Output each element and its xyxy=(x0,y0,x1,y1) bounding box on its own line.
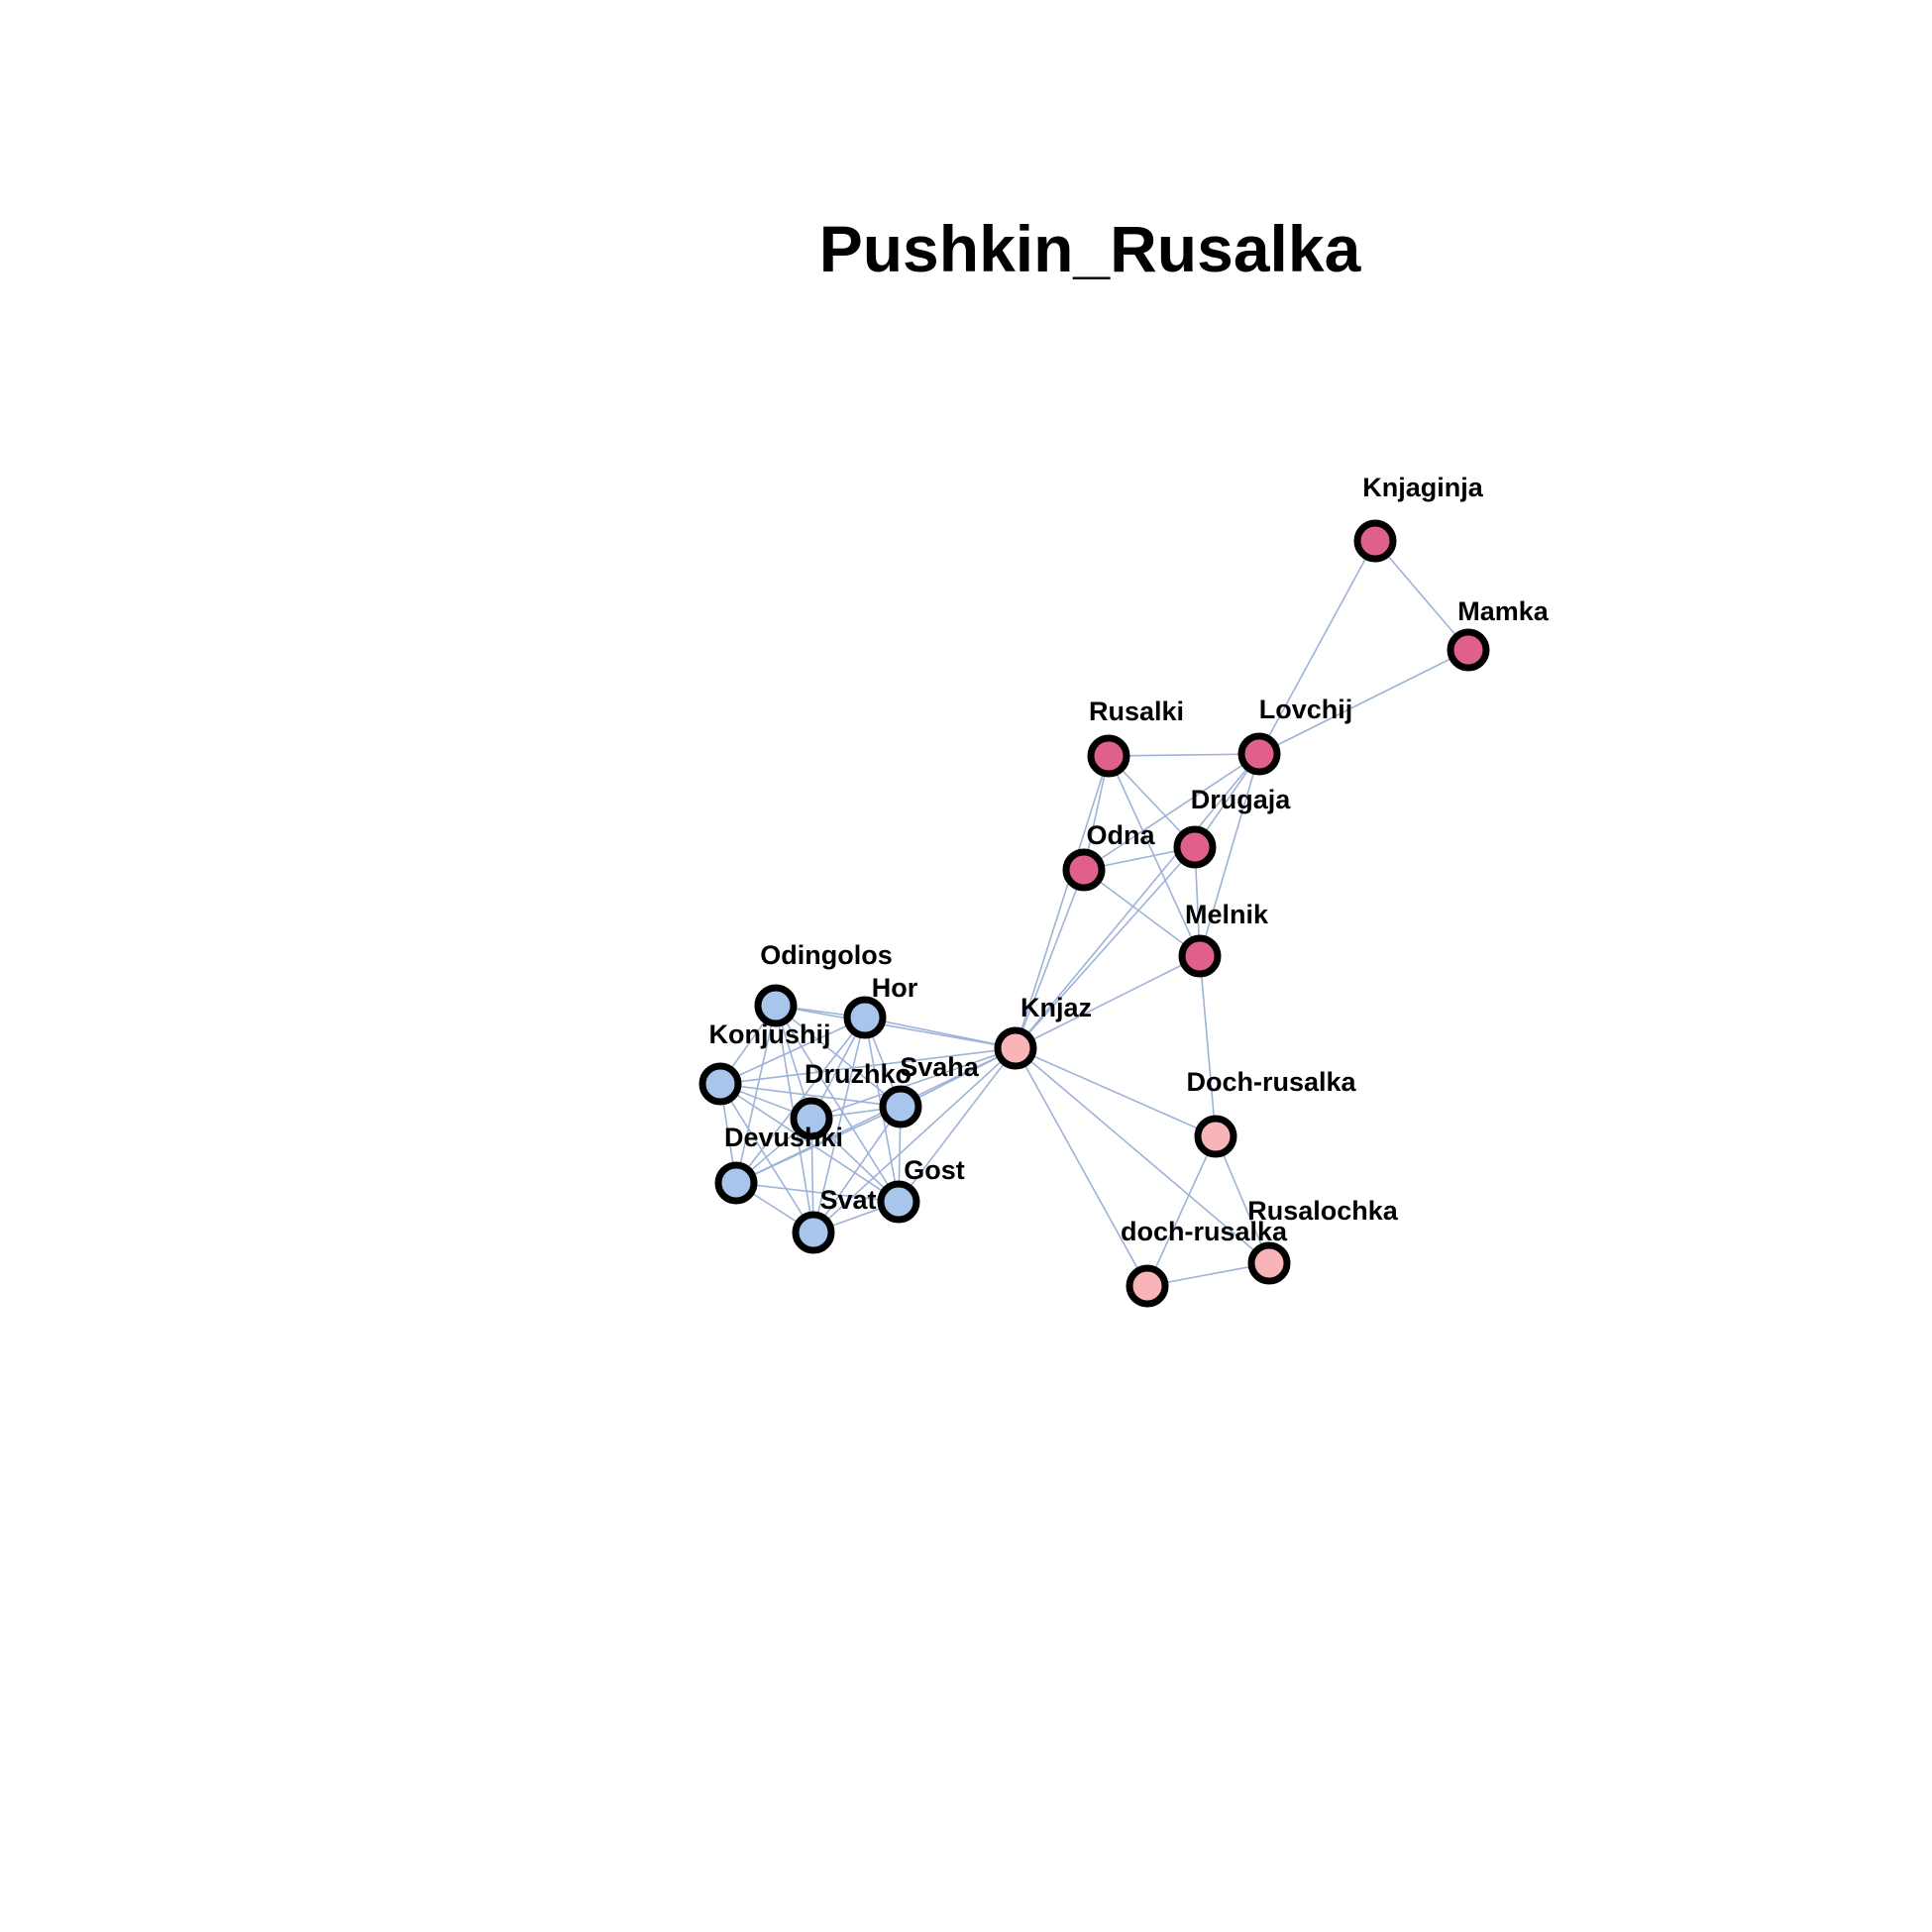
edge-drugaja-knjaz xyxy=(1015,846,1196,1049)
node-devushki[interactable] xyxy=(714,1161,758,1205)
edge-knjaz-odingolos xyxy=(775,1005,1017,1049)
edge-konjushij-gost xyxy=(719,1083,900,1203)
node-drugaja[interactable] xyxy=(1173,825,1217,869)
node-label-druzhko: Druzhko xyxy=(805,1059,912,1089)
edge-knjaz-druzhko xyxy=(810,1047,1017,1120)
edge-hor-konjushij xyxy=(719,1017,866,1085)
node-label-drugaja: Drugaja xyxy=(1191,785,1292,814)
diagram-title: Pushkin_Rusalka xyxy=(819,212,1362,285)
edge-odna-melnik xyxy=(1083,869,1201,957)
node-druzhko[interactable] xyxy=(790,1097,833,1140)
node-label-hor: Hor xyxy=(872,973,918,1003)
edge-melnik-doch-rusalka xyxy=(1199,955,1217,1137)
edge-knjaz-doch-rusalka xyxy=(1015,1047,1148,1287)
edge-devushki-gost xyxy=(735,1182,900,1203)
node-odingolos[interactable] xyxy=(754,984,798,1027)
edge-hor-svat xyxy=(812,1017,866,1234)
edge-knjaz-konjushij xyxy=(719,1047,1017,1085)
edge-doch-rusalka-doch-rusalka xyxy=(1146,1135,1217,1287)
node-knjaz[interactable] xyxy=(994,1026,1037,1070)
node-hor[interactable] xyxy=(843,996,887,1039)
node-label-devushki: Devushki xyxy=(724,1123,843,1152)
edge-knjaz-gost xyxy=(898,1047,1017,1203)
node-label-odna: Odna xyxy=(1086,820,1155,850)
node-mamka[interactable] xyxy=(1447,628,1490,672)
edge-hor-devushki xyxy=(735,1017,866,1184)
node-lovchij[interactable] xyxy=(1237,732,1281,776)
node-konjushij[interactable] xyxy=(698,1062,742,1106)
edge-odingolos-devushki xyxy=(735,1005,777,1184)
edge-rusalki-knjaz xyxy=(1015,755,1110,1049)
nodes-layer xyxy=(698,519,1490,1308)
edge-rusalki-lovchij xyxy=(1108,753,1260,757)
node-label-lovchij: Lovchij xyxy=(1259,695,1353,724)
edge-lovchij-melnik xyxy=(1199,753,1260,957)
edge-melnik-knjaz xyxy=(1015,955,1201,1049)
edge-odna-knjaz xyxy=(1015,869,1085,1049)
edge-knjaz-svat xyxy=(812,1047,1017,1234)
node-svat[interactable] xyxy=(792,1211,835,1254)
node-doch-rusalka[interactable] xyxy=(1194,1115,1237,1158)
edge-mamka-lovchij xyxy=(1258,649,1469,755)
edge-knjaginja-lovchij xyxy=(1258,540,1376,755)
edge-knjaz-rusalochka xyxy=(1015,1047,1270,1264)
edge-knjaz-doch-rusalka xyxy=(1015,1047,1217,1137)
node-rusalochka[interactable] xyxy=(1247,1241,1291,1285)
node-label-rusalochka: Rusalochka xyxy=(1247,1196,1399,1226)
node-label-svaha: Svaha xyxy=(900,1052,980,1082)
edge-lovchij-odna xyxy=(1083,753,1260,871)
edge-svaha-svat xyxy=(812,1106,902,1234)
edge-svaha-devushki xyxy=(735,1106,902,1184)
edge-odingolos-gost xyxy=(775,1005,900,1203)
node-label-doch-rusalka: doch-rusalka xyxy=(1121,1217,1288,1246)
node-label-knjaginja: Knjaginja xyxy=(1362,473,1483,502)
edge-knjaginja-mamka xyxy=(1374,540,1469,651)
node-gost[interactable] xyxy=(877,1180,920,1224)
edge-doch-rusalka-rusalochka xyxy=(1215,1135,1270,1264)
node-label-svat: Svat xyxy=(819,1185,876,1215)
edge-konjushij-svaha xyxy=(719,1083,902,1108)
node-label-mamka: Mamka xyxy=(1457,596,1550,626)
node-label-gost: Gost xyxy=(904,1155,965,1185)
node-melnik[interactable] xyxy=(1178,934,1222,978)
node-doch-rusalka[interactable] xyxy=(1126,1264,1169,1308)
node-label-konjushij: Konjushij xyxy=(709,1020,831,1049)
node-label-rusalki: Rusalki xyxy=(1089,697,1184,726)
edge-knjaz-hor xyxy=(864,1017,1017,1049)
edges-layer xyxy=(719,540,1469,1287)
node-odna[interactable] xyxy=(1062,848,1106,892)
node-label-melnik: Melnik xyxy=(1185,900,1269,929)
edge-lovchij-knjaz xyxy=(1015,753,1260,1049)
node-label-odingolos: Odingolos xyxy=(760,940,892,970)
node-svaha[interactable] xyxy=(879,1085,922,1128)
node-label-doch-rusalka: Doch-rusalka xyxy=(1186,1067,1356,1097)
node-label-knjaz: Knjaz xyxy=(1020,993,1092,1022)
node-rusalki[interactable] xyxy=(1087,734,1130,778)
node-knjaginja[interactable] xyxy=(1353,519,1397,563)
edge-odingolos-svaha xyxy=(775,1005,902,1108)
edge-konjushij-svat xyxy=(719,1083,814,1234)
